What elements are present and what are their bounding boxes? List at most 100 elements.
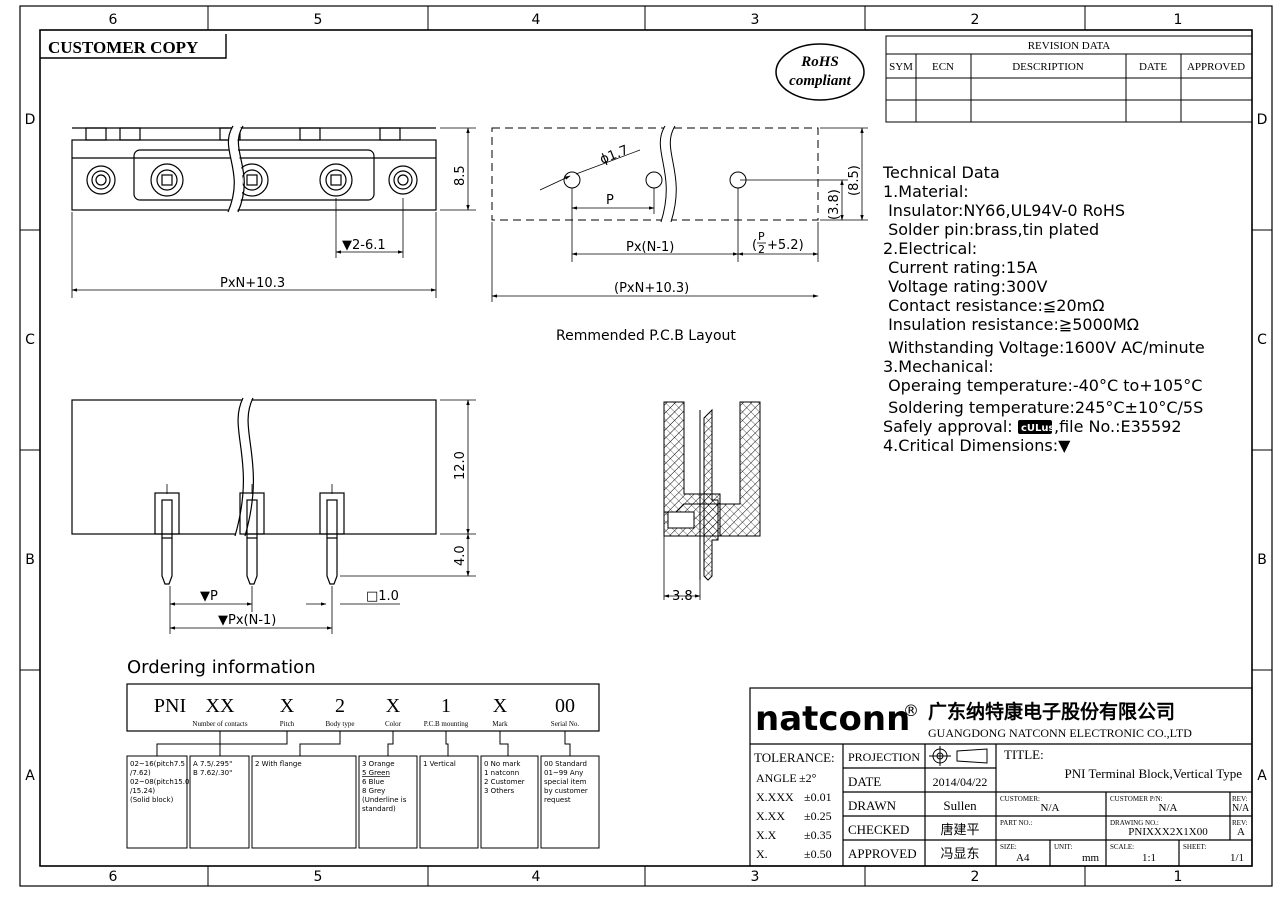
drawing-no-label: DRAWING NO.:	[1110, 819, 1159, 827]
critical-dimensions: 4.Critical Dimensions:▼	[883, 436, 1071, 455]
tolerance-key: X.	[756, 847, 768, 861]
column-label: 3	[751, 869, 760, 885]
column-label: 4	[532, 12, 541, 28]
label-serial: Serial No.	[551, 720, 580, 728]
front-width-dim: PxN+10.3	[220, 276, 285, 291]
tolerance-value: ±0.01	[804, 790, 832, 804]
option-color: (Underline is	[362, 796, 407, 804]
code-series: PNI	[154, 695, 186, 717]
technical-line: 2.Electrical:	[883, 239, 977, 258]
column-label: 2	[971, 12, 980, 28]
code-pitch: X	[280, 695, 295, 717]
tolerance-key: ANGLE	[756, 771, 797, 785]
side-height-dim: 12.0	[453, 451, 468, 480]
column-labels-top: 6 5 4 3 2 1	[109, 12, 1183, 28]
brand-registered: ®	[903, 701, 919, 720]
unit-value: mm	[1082, 852, 1100, 864]
row-label: A	[25, 768, 35, 784]
title-label: TITLE:	[1004, 747, 1044, 762]
code-contacts: XX	[206, 695, 235, 717]
checked-value: 唐建平	[940, 822, 979, 837]
customer-pn-label: CUSTOMER P/N:	[1110, 795, 1163, 803]
sheet-value: 1/1	[1230, 852, 1244, 864]
option-mark: 3 Others	[484, 787, 515, 795]
revision-col-description: DESCRIPTION	[1012, 61, 1084, 73]
option-pitch: B 7.62/.30"	[193, 769, 232, 777]
revision-col-date: DATE	[1139, 61, 1167, 73]
tolerance-key: X.X	[756, 828, 777, 842]
compliant-text: compliant	[789, 73, 852, 89]
pcb-offset-rest: +5.2)	[767, 238, 804, 253]
revision-table: REVISION DATA SYM ECN DESCRIPTION DATE A…	[885, 35, 1253, 123]
tolerance-label: TOLERANCE:	[754, 750, 835, 765]
side-pitch-dim: ▼P	[200, 589, 218, 604]
rev-label: REV:	[1232, 819, 1247, 827]
revision-col-approved: APPROVED	[1187, 61, 1245, 73]
safety-approval-label: Safely approval:	[883, 417, 1013, 436]
company-name-en: GUANGDONG NATCONN ELECTRONIC CO.,LTD	[928, 726, 1192, 740]
column-label: 5	[314, 12, 323, 28]
option-pitch: A 7.5/.295"	[193, 760, 232, 768]
option-serial: 00 Standard	[544, 760, 587, 768]
rev-value: N/A	[1232, 803, 1250, 814]
row-label: C	[1257, 332, 1267, 348]
rohs-text: RoHS	[800, 54, 839, 70]
code-body: 2	[335, 695, 345, 717]
technical-line: Operaing temperature:-40°C to+105°C	[883, 376, 1202, 395]
pcb-offset-den: 2	[758, 243, 765, 256]
side-pin-length-dim: 4.0	[453, 545, 468, 566]
scale-value: 1:1	[1142, 852, 1156, 864]
option-serial: by customer	[544, 787, 588, 795]
option-contacts: 02~16(pitch7.5	[130, 760, 185, 768]
rev-label: REV:	[1232, 795, 1247, 803]
code-mounting: 1	[441, 695, 451, 717]
pcb-offset-open: (	[752, 238, 757, 253]
drawn-label: DRAWN	[848, 798, 897, 813]
drawing-no-value: PNIXXX2X1X00	[1128, 826, 1208, 838]
front-height-dim: 8.5	[453, 165, 468, 186]
label-mark: Mark	[492, 720, 508, 728]
row-labels-right: D C B A	[1257, 112, 1268, 784]
revision-col-ecn: ECN	[932, 61, 954, 73]
front-hole-dim: ▼2-6.1	[342, 238, 386, 253]
option-mark: 1 natconn	[484, 769, 519, 777]
option-color: 6 Blue	[362, 778, 384, 786]
label-color: Color	[385, 720, 402, 728]
column-label: 2	[971, 869, 980, 885]
technical-line: Solder pin:brass,tin plated	[883, 220, 1099, 239]
pcb-outer-height-dim: (8.5)	[847, 165, 862, 196]
column-label: 5	[314, 869, 323, 885]
label-mounting: P.C.B mounting	[424, 720, 469, 728]
option-color: standard)	[362, 805, 396, 813]
row-label: B	[25, 552, 35, 568]
row-labels-left: D C B A	[25, 112, 36, 784]
option-contacts: 02~08(pitch15.0	[130, 778, 189, 786]
side-view	[71, 395, 476, 634]
column-label: 3	[751, 12, 760, 28]
technical-line: 3.Mechanical:	[883, 357, 994, 376]
column-label: 6	[109, 869, 118, 885]
revision-col-sym: SYM	[889, 61, 913, 73]
option-color-standard: 5 Green	[362, 769, 390, 777]
projection-symbol-icon	[929, 746, 988, 766]
ordering-info: Ordering information PNI XX X 2 X 1 X 00…	[126, 657, 600, 849]
customer-pn-value: N/A	[1159, 802, 1178, 814]
size-label: SIZE:	[1000, 843, 1017, 851]
column-label: 6	[109, 12, 118, 28]
date-label: DATE	[848, 774, 881, 789]
pcb-span-dim: Px(N-1)	[626, 240, 674, 255]
option-mark: 0 No mark	[484, 760, 521, 768]
drawn-value: Sullen	[943, 798, 977, 813]
column-label: 4	[532, 869, 541, 885]
size-value: A4	[1016, 852, 1030, 864]
option-contacts: /15.24)	[130, 787, 155, 795]
row-label: D	[25, 112, 36, 128]
sheet-frame	[19, 5, 1273, 887]
technical-line: Insulation resistance:≧5000MΩ	[883, 315, 1139, 334]
tolerance-key: X.XXX	[756, 790, 794, 804]
label-contacts: Number of contacts	[192, 720, 247, 728]
date-value: 2014/04/22	[933, 775, 988, 789]
scale-label: SCALE:	[1110, 843, 1134, 851]
title-value: PNI Terminal Block,Vertical Type	[1065, 766, 1243, 781]
